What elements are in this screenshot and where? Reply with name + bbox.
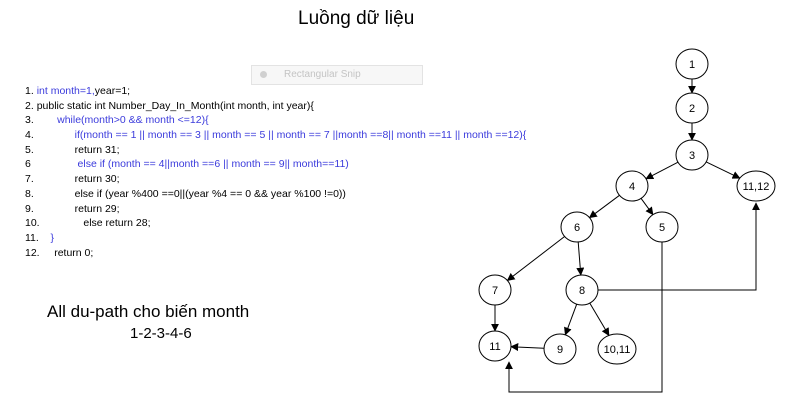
code-highlight: int month=1, <box>36 85 95 97</box>
edge-n4-n5 <box>640 198 654 216</box>
line-number: 5. <box>25 143 34 156</box>
code-line: 8. else if (year %400 ==0||(year %4 == 0… <box>25 187 526 202</box>
snip-icon <box>260 71 267 78</box>
node-label: 2 <box>689 103 695 115</box>
node-ellipse <box>736 170 776 202</box>
edge-n8-n1011 <box>589 302 610 337</box>
edge-n8-n9 <box>564 304 578 336</box>
node-ellipse <box>675 48 709 80</box>
code-text: year=1; <box>94 85 131 97</box>
node-ellipse <box>645 211 679 243</box>
line-number: 6 <box>25 158 31 171</box>
graph-node: 11 <box>478 330 512 362</box>
node-ellipse <box>597 333 637 365</box>
graph-node: 2 <box>675 92 709 124</box>
line-number: 9. <box>25 202 34 215</box>
line-number: 10. <box>25 217 40 230</box>
node-ellipse <box>478 330 512 362</box>
code-line: 4. if(month == 1 || month == 3 || month … <box>25 128 526 143</box>
node-label: 9 <box>557 344 563 356</box>
du-path-value: 1-2-3-4-6 <box>130 325 192 342</box>
code-line: 9. return 29; <box>25 202 526 217</box>
node-label: 11,12 <box>743 181 770 193</box>
code-text: return 30; <box>74 173 120 186</box>
code-highlight: if(month == 1 || month == 3 || month == … <box>74 129 527 142</box>
node-ellipse <box>478 274 512 306</box>
code-line: 7. return 30; <box>25 172 526 187</box>
line-number: 2. <box>25 99 34 112</box>
node-ellipse <box>560 211 594 243</box>
edge-n8-n1112 <box>598 202 760 291</box>
node-label: 11 <box>489 341 500 353</box>
edge-n6-n7 <box>506 236 565 281</box>
code-highlight: while(month>0 && month <=12){ <box>57 114 209 127</box>
node-ellipse <box>543 333 577 365</box>
line-number: 8. <box>25 187 34 200</box>
code-line: 1. int month=1,year=1; <box>25 84 526 99</box>
edge-n5-n11 <box>505 242 663 393</box>
code-text: else return 28; <box>83 217 151 230</box>
snip-label: Rectangular Snip <box>284 69 361 80</box>
line-number: 1. <box>25 85 34 97</box>
node-ellipse <box>615 170 649 202</box>
code-text: return 29; <box>74 202 120 215</box>
code-line: 10. else return 28; <box>25 216 526 231</box>
line-number: 12. <box>25 246 40 259</box>
edge-n9-n11 <box>510 343 545 352</box>
node-ellipse <box>675 139 709 171</box>
code-highlight: } <box>50 231 55 244</box>
code-line: 5. return 31; <box>25 143 526 158</box>
node-label: 3 <box>689 150 695 162</box>
code-text: return 0; <box>54 246 94 259</box>
graph-node: 10,11 <box>597 333 637 365</box>
node-label: 7 <box>492 285 498 297</box>
rectangular-snip-button[interactable]: Rectangular Snip <box>251 65 423 85</box>
graph-node: 4 <box>615 170 649 202</box>
node-label: 6 <box>574 222 580 234</box>
du-path-caption: All du-path cho biến month <box>47 302 250 321</box>
graph-node: 11,12 <box>736 170 776 202</box>
code-line: 6 else if (month == 4||month ==6 || mont… <box>25 157 526 172</box>
code-highlight: else if (month == 4||month ==6 || month … <box>77 158 349 171</box>
node-label: 8 <box>579 285 585 297</box>
graph-node: 8 <box>565 274 599 306</box>
graph-node: 7 <box>478 274 512 306</box>
line-number: 11. <box>25 231 39 244</box>
edge-n3-n4 <box>645 161 679 180</box>
code-text: return 31; <box>74 143 120 156</box>
code-line: 3. while(month>0 && month <=12){ <box>25 113 526 128</box>
line-number: 7. <box>25 173 34 186</box>
graph-node: 5 <box>645 211 679 243</box>
slide-title: Luồng dữ liệu <box>298 8 415 29</box>
code-line: 2. public static int Number_Day_In_Month… <box>25 99 526 114</box>
node-label: 5 <box>659 222 665 234</box>
code-text: public static int Number_Day_In_Month(in… <box>36 99 314 112</box>
node-label: 4 <box>629 181 635 193</box>
node-ellipse <box>565 274 599 306</box>
line-number: 4. <box>25 129 34 142</box>
edge-n4-n6 <box>588 194 620 219</box>
edge-n3-n1112 <box>705 161 741 179</box>
edge-n6-n8 <box>576 241 585 276</box>
node-label: 1 <box>689 59 695 71</box>
node-ellipse <box>675 92 709 124</box>
graph-node: 6 <box>560 211 594 243</box>
graph-node: 1 <box>675 48 709 80</box>
code-line: 12. return 0; <box>25 246 526 261</box>
code-text: else if (year %400 ==0||(year %4 == 0 &&… <box>74 187 346 200</box>
code-listing: 1. int month=1,year=1;2. public static i… <box>25 84 526 260</box>
graph-node: 9 <box>543 333 577 365</box>
graph-node: 3 <box>675 139 709 171</box>
node-label: 10,11 <box>604 344 631 356</box>
line-number: 3. <box>25 114 34 127</box>
code-line: 11. } <box>25 231 526 246</box>
